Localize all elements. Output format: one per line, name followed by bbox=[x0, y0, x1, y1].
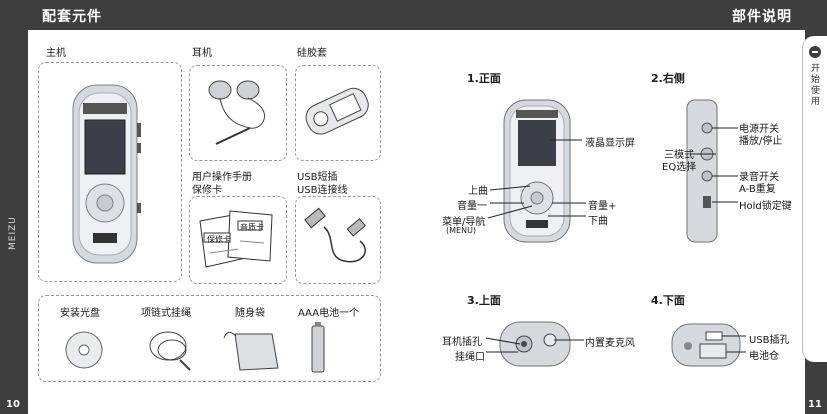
main-unit-box bbox=[38, 62, 182, 282]
top-view-leader-lines bbox=[485, 337, 584, 353]
eq-mode-label: 三模式 bbox=[664, 150, 694, 161]
right-view-title: 2.右侧 bbox=[651, 72, 685, 85]
earphones-box bbox=[189, 65, 287, 161]
chapter-tab-label: 开始使用 bbox=[811, 64, 821, 107]
record-switch-label: 录音开关 bbox=[739, 172, 779, 183]
eq-select-label: EQ选择 bbox=[662, 162, 697, 173]
cd-disc-icon bbox=[65, 331, 103, 369]
lanyard-icon bbox=[149, 331, 191, 371]
page-number-left: 10 bbox=[6, 399, 20, 410]
lanyard-label: 项链式挂绳 bbox=[141, 308, 191, 319]
menu-en-label: (MENU) bbox=[446, 226, 477, 235]
strap-hole-label: 挂绳口 bbox=[455, 352, 485, 363]
manual-box: 保修卡 音质卡 bbox=[189, 196, 287, 284]
right-view-illustration bbox=[686, 99, 718, 243]
bottom-view-illustration bbox=[671, 323, 741, 367]
right-view-leader-lines bbox=[690, 127, 738, 203]
minus-circle-icon bbox=[809, 46, 821, 58]
earphone-jack-label: 耳机插孔 bbox=[442, 337, 482, 348]
hold-key-label: Hold锁定键 bbox=[739, 201, 792, 212]
main-unit-label: 主机 bbox=[46, 48, 66, 59]
play-stop-label: 播放/停止 bbox=[739, 136, 783, 147]
brand-vertical: MEIZU bbox=[8, 216, 18, 250]
cd-label: 安装光盘 bbox=[60, 308, 100, 319]
top-view-illustration bbox=[499, 321, 571, 367]
power-switch-label: 电源开关 bbox=[739, 124, 779, 135]
right-page-title: 部件说明 bbox=[732, 9, 792, 25]
battery-label: AAA电池一个 bbox=[298, 308, 360, 319]
lcd-label: 液晶显示屏 bbox=[585, 138, 635, 149]
silicone-case-box bbox=[295, 65, 381, 161]
silicone-case-illustration bbox=[305, 87, 369, 135]
manual-card-warranty: 保修卡 bbox=[207, 235, 231, 244]
usb-box bbox=[295, 196, 381, 284]
microphone-label: 内置麦克风 bbox=[585, 338, 635, 349]
left-margin-bar: MEIZU 10 bbox=[0, 30, 28, 414]
usb-cable-illustration bbox=[304, 207, 367, 263]
top-view-title: 3.上面 bbox=[467, 294, 501, 307]
manual-card-sound: 音质卡 bbox=[240, 223, 264, 232]
battery-compartment-label: 电池仓 bbox=[749, 351, 779, 362]
manual-label-2: 保修卡 bbox=[192, 185, 222, 196]
next-track-label: 下曲 bbox=[588, 216, 608, 227]
menu-label: 菜单/导航 bbox=[442, 217, 486, 228]
usb-port-label: USB插孔 bbox=[749, 335, 790, 346]
silicone-case-label: 硅胶套 bbox=[297, 48, 327, 59]
ab-repeat-label: A-B重复 bbox=[739, 184, 776, 195]
usb-label-1: USB短插 bbox=[297, 172, 338, 183]
prev-track-label: 上曲 bbox=[468, 186, 488, 197]
header-bar: 配套元件 部件说明 bbox=[0, 0, 827, 30]
volume-up-label: 音量+ bbox=[588, 201, 617, 212]
earphones-illustration bbox=[208, 80, 265, 145]
pouch-label: 随身袋 bbox=[235, 308, 265, 319]
volume-down-label: 音量一 bbox=[457, 201, 487, 212]
earphones-label: 耳机 bbox=[192, 48, 212, 59]
bottom-view-leader-lines bbox=[722, 335, 746, 353]
page-number-right: 11 bbox=[808, 399, 822, 410]
left-page-title: 配套元件 bbox=[42, 9, 102, 25]
front-view-leader-lines bbox=[487, 139, 586, 219]
bottom-view-title: 4.下面 bbox=[651, 294, 685, 307]
front-view-title: 1.正面 bbox=[467, 72, 501, 85]
usb-label-2: USB连接线 bbox=[297, 185, 348, 196]
battery-icon bbox=[311, 322, 325, 373]
manual-label-1: 用户操作手册 bbox=[192, 172, 252, 183]
player-front-illustration bbox=[72, 84, 141, 264]
manual-illustration bbox=[199, 210, 273, 268]
chapter-tab[interactable]: 开始使用 bbox=[802, 36, 827, 362]
extras-illustrations bbox=[65, 322, 325, 373]
pouch-icon bbox=[223, 331, 279, 371]
